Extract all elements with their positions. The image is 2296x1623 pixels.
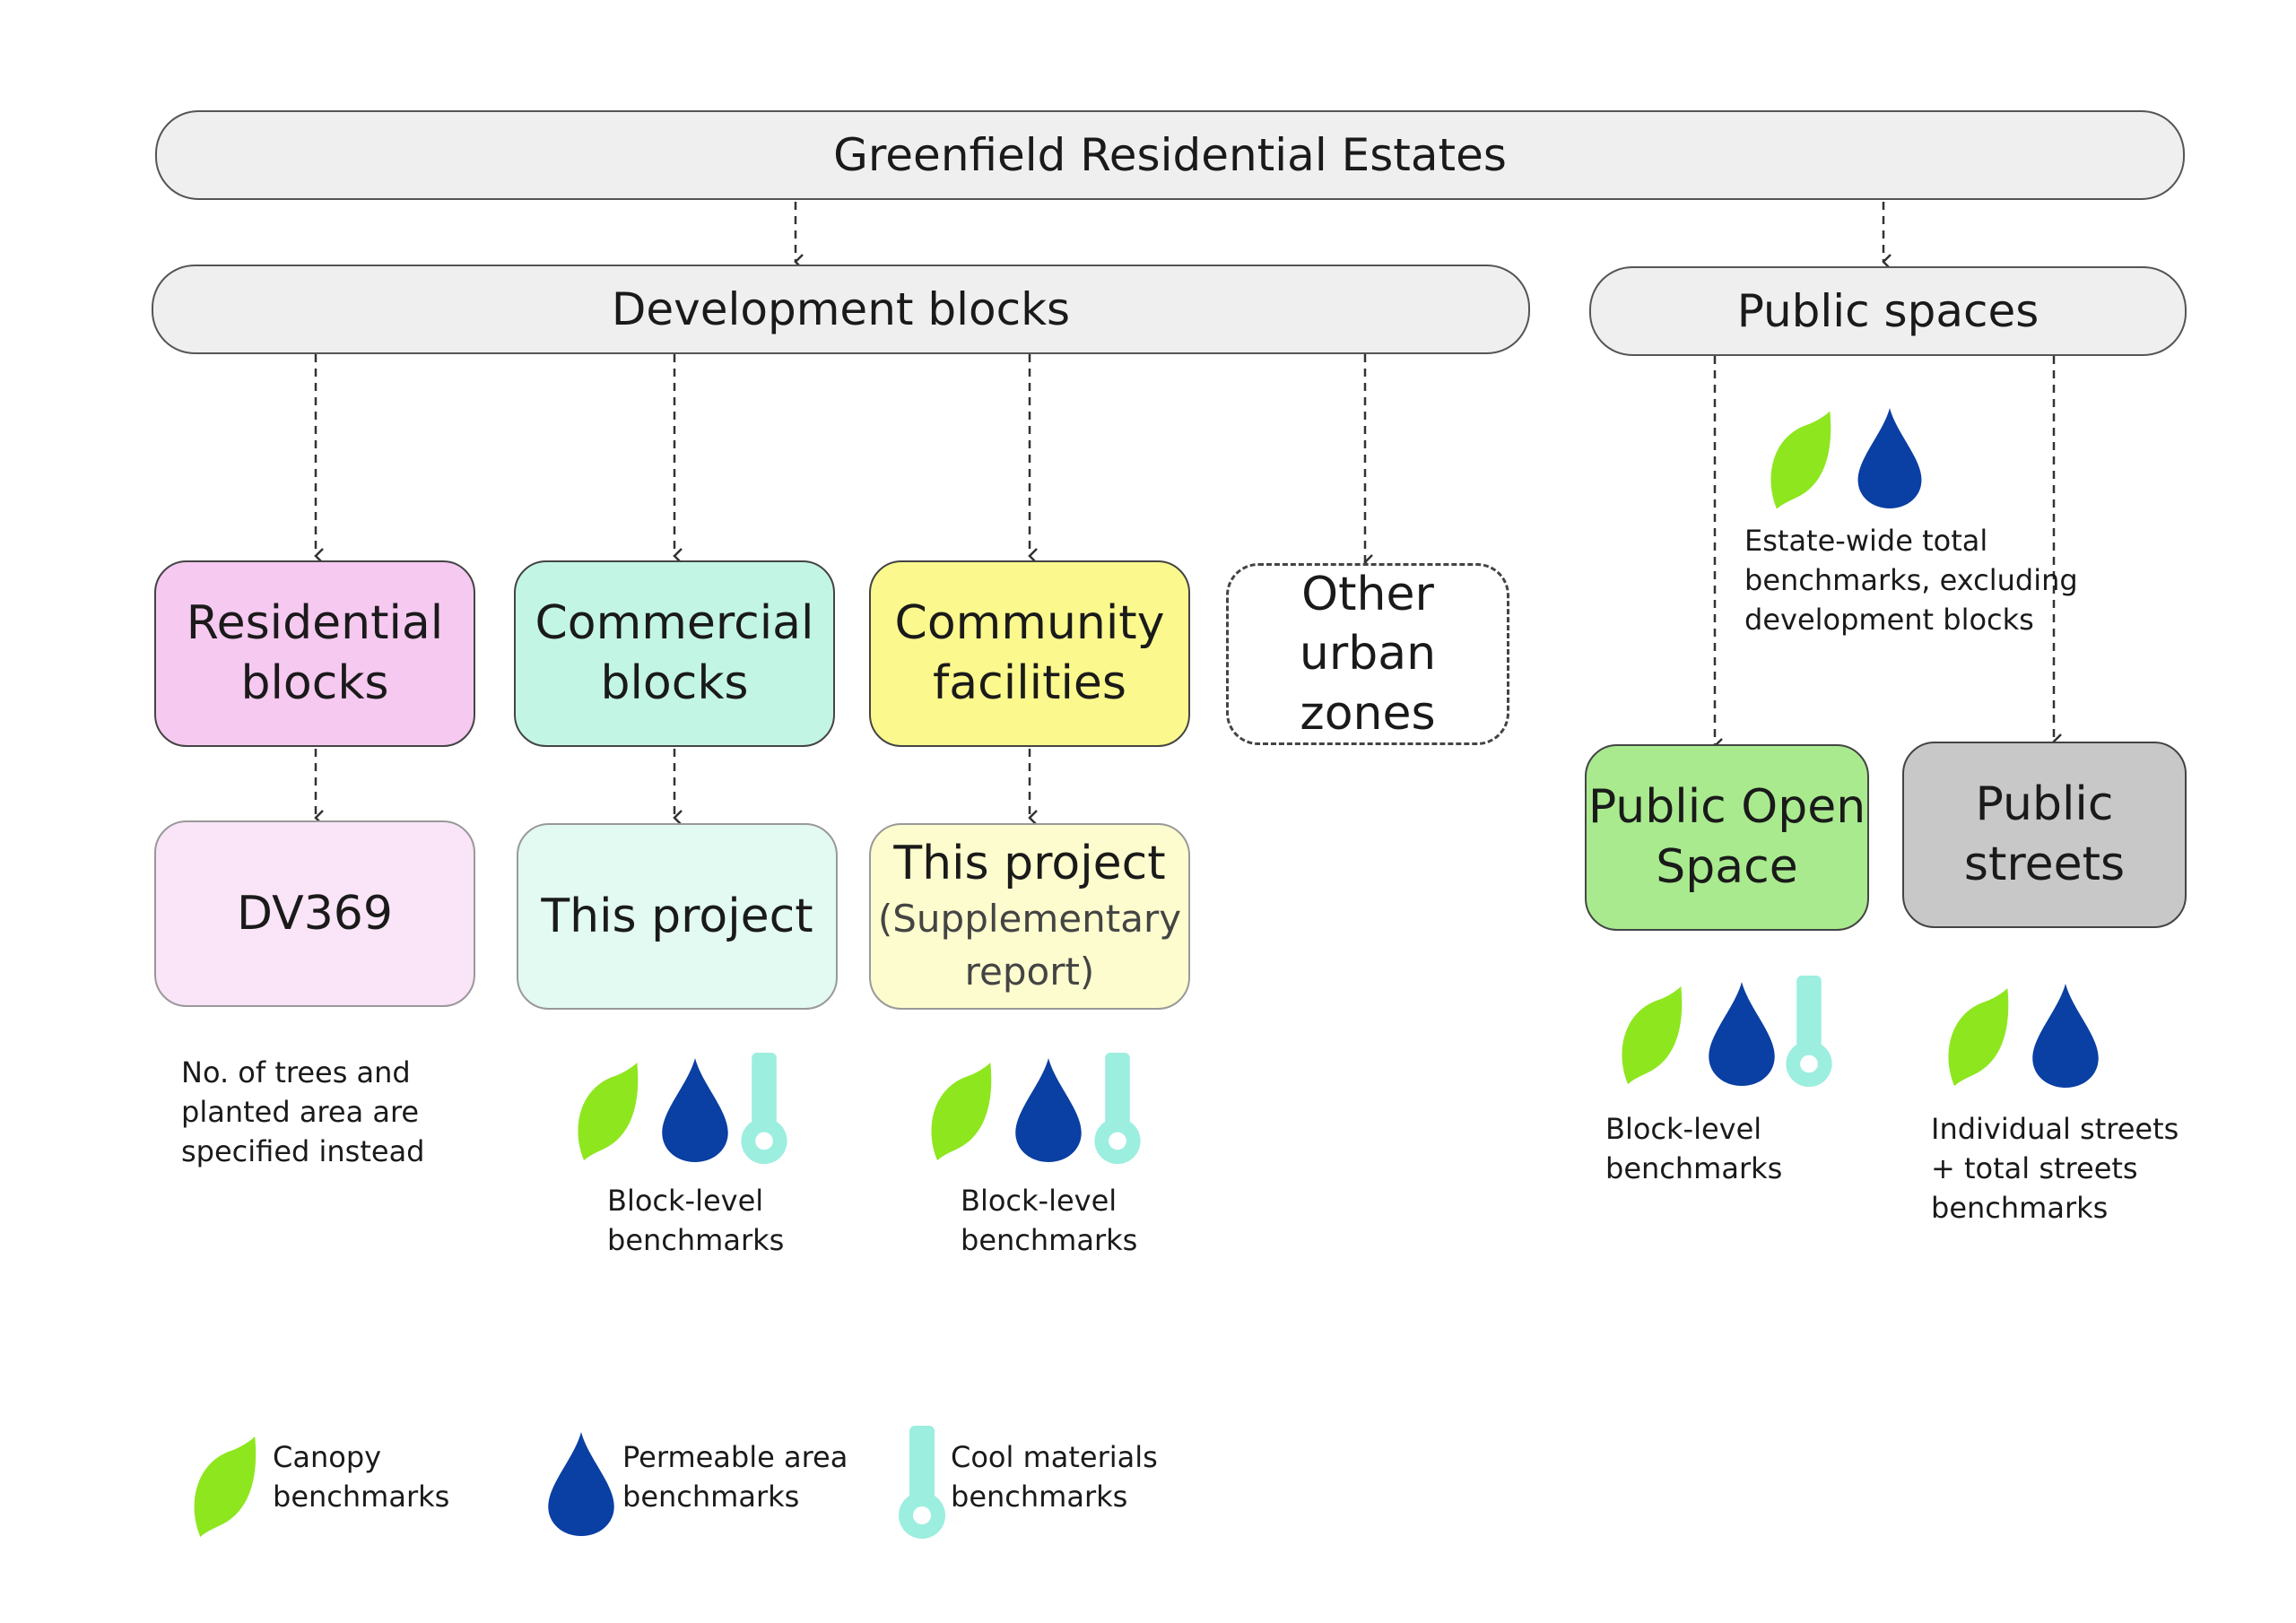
- public-spaces-label: Public spaces: [1736, 285, 2039, 337]
- drop-icon: [661, 1058, 729, 1162]
- residential-blocks-node: Residential blocks: [154, 560, 475, 747]
- other-urban-zones-node: Other urban zones: [1226, 563, 1509, 745]
- community-project-sub-1: (Supplementary: [877, 897, 1182, 942]
- other-line-2: zones: [1300, 686, 1436, 741]
- leaf-icon: [574, 1061, 640, 1164]
- development-blocks-label: Development blocks: [611, 283, 1071, 335]
- leaf-icon: [927, 1061, 994, 1164]
- open-space-line-1: Public Open: [1587, 780, 1866, 835]
- drop-icon: [1014, 1058, 1083, 1162]
- commercial-line-1: Commercial: [535, 596, 814, 651]
- drop-icon: [547, 1432, 615, 1536]
- commercial-blocks-node: Commercial blocks: [514, 560, 835, 747]
- residential-line-1: Residential: [186, 596, 444, 651]
- residential-project-node: DV369: [154, 820, 475, 1007]
- legend-permeable: Permeable area benchmarks: [622, 1440, 848, 1514]
- commercial-project-label: This project: [541, 889, 813, 943]
- thermometer-icon: [894, 1426, 950, 1542]
- development-blocks-node: Development blocks: [152, 265, 1530, 354]
- community-project-node: This project (Supplementary report): [869, 823, 1190, 1010]
- commercial-project-node: This project: [517, 823, 838, 1010]
- community-facilities-node: Community facilities: [869, 560, 1190, 747]
- leaf-icon: [1767, 411, 1833, 511]
- estates-title: Greenfield Residential Estates: [155, 110, 2185, 200]
- drop-icon: [2031, 984, 2100, 1088]
- leaf-icon: [190, 1435, 258, 1541]
- legend-canopy: Canopy benchmarks: [273, 1440, 450, 1514]
- community-project-title: This project: [893, 836, 1166, 890]
- community-line-1: Community: [894, 596, 1165, 651]
- leaf-icon: [1944, 986, 2011, 1089]
- community-caption: Block-level benchmarks: [961, 1184, 1138, 1257]
- public-streets-node: Public streets: [1902, 742, 2187, 928]
- page-title: Greenfield Residential Estates: [833, 129, 1507, 181]
- thermometer-icon: [737, 1053, 791, 1167]
- leaf-icon: [1618, 985, 1684, 1088]
- public-total-caption: Estate-wide total benchmarks, excluding …: [1744, 524, 2078, 637]
- public-open-space-node: Public Open Space: [1585, 744, 1869, 931]
- drop-icon: [1708, 982, 1776, 1086]
- residential-caption: No. of trees and planted area are specif…: [181, 1055, 425, 1168]
- residential-line-2: blocks: [240, 656, 389, 710]
- thermometer-icon: [1782, 976, 1836, 1090]
- commercial-line-2: blocks: [600, 656, 749, 710]
- residential-project-label: DV369: [237, 886, 393, 941]
- streets-caption: Individual streets + total streets bench…: [1931, 1112, 2179, 1225]
- commercial-caption: Block-level benchmarks: [607, 1184, 785, 1257]
- thermometer-icon: [1091, 1053, 1144, 1167]
- other-line-1: Other urban: [1299, 567, 1437, 681]
- public-streets-label: Public streets: [1963, 777, 2126, 891]
- community-line-2: facilities: [932, 656, 1127, 710]
- drop-icon: [1857, 408, 1923, 508]
- public-spaces-node: Public spaces: [1589, 266, 2187, 356]
- community-project-sub-2: report): [964, 950, 1095, 994]
- legend-cool-materials: Cool materials benchmarks: [951, 1440, 1158, 1514]
- open-space-caption: Block-level benchmarks: [1605, 1112, 1783, 1185]
- open-space-line-2: Space: [1656, 840, 1798, 894]
